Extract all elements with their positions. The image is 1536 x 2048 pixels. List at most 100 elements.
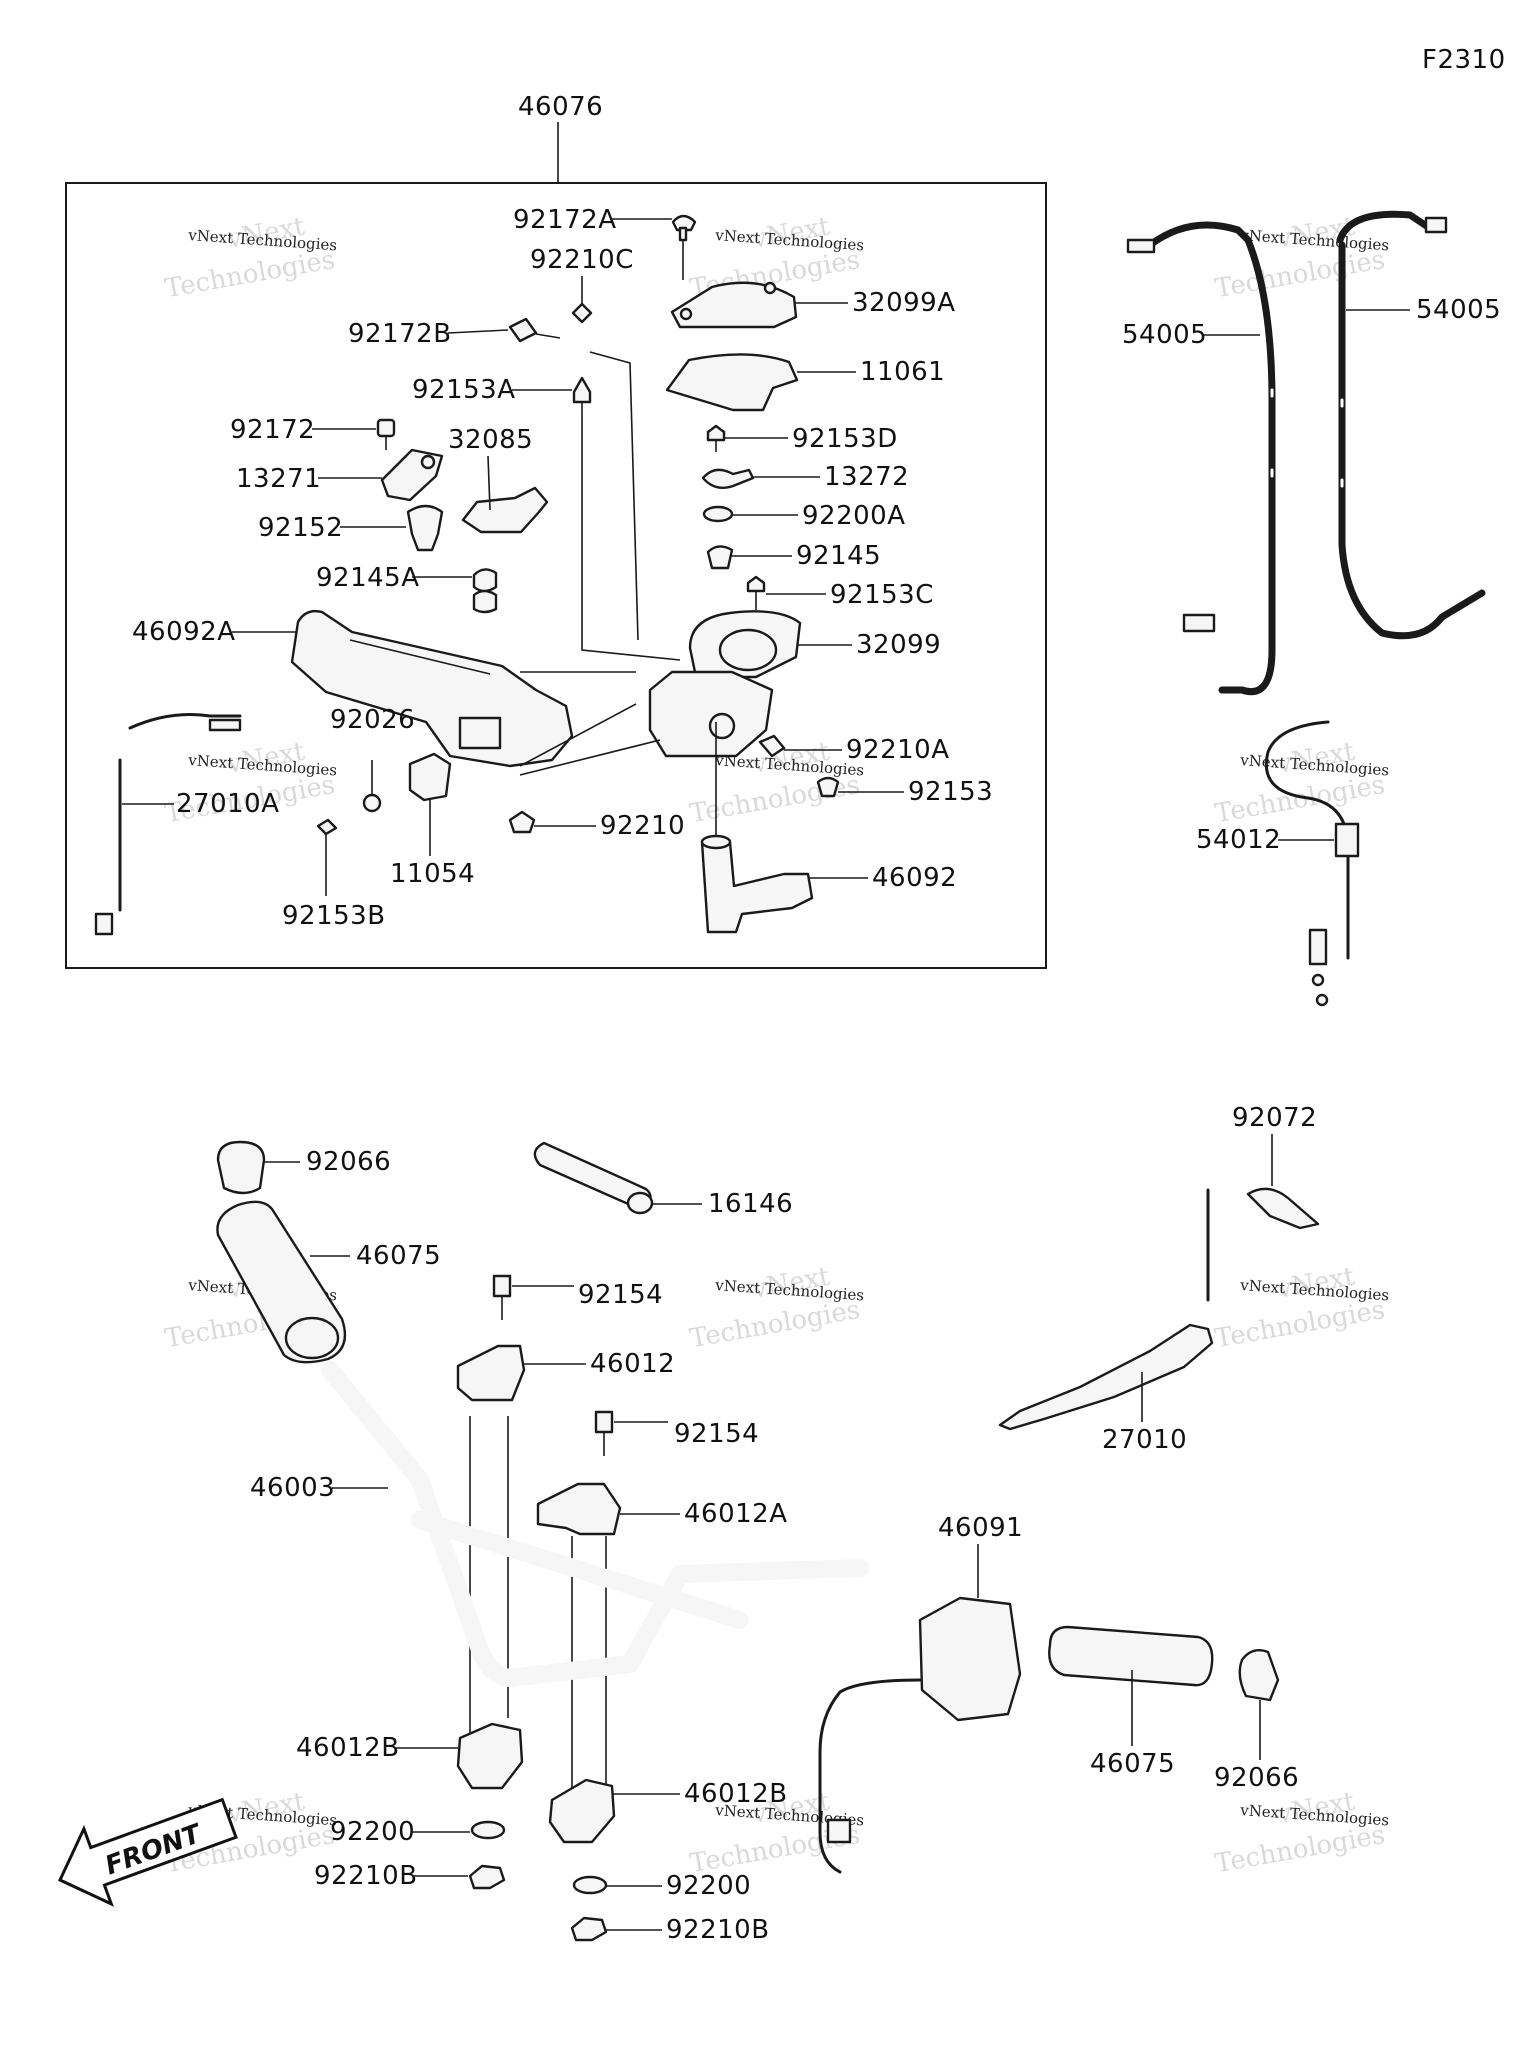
label-92210C: 92210C xyxy=(530,245,634,275)
guide-line xyxy=(519,703,637,767)
guide-line xyxy=(519,739,661,776)
pivot-icon xyxy=(708,712,736,740)
watermark-12: vNext Technologies xyxy=(1213,1787,1388,1880)
handlebar-fill-icon xyxy=(321,1361,869,1687)
lever-housing-icon xyxy=(648,670,774,758)
bolt-92153-icon xyxy=(816,776,840,798)
tube-end-icon xyxy=(626,1191,654,1215)
watermark-6: vNext Technologies xyxy=(1213,737,1388,830)
label-92153B: 92153B xyxy=(282,901,386,931)
watermark-1: vNext Technologies xyxy=(163,212,338,305)
bolt-hole-icon xyxy=(420,454,436,470)
lever-46092-icon xyxy=(700,840,814,934)
watermark-small: vNext Technologies xyxy=(187,226,338,254)
washer-92200-left-icon xyxy=(470,1820,506,1840)
collar-92026-icon xyxy=(362,793,382,813)
label-46092A: 46092A xyxy=(132,617,236,647)
label-54005-right: 54005 xyxy=(1416,295,1501,325)
washer-92200A-icon xyxy=(702,505,734,523)
label-92200-left: 92200 xyxy=(330,1817,415,1847)
grip-46075-bottom-icon xyxy=(1048,1625,1214,1687)
label-92072: 92072 xyxy=(1232,1103,1317,1133)
grip-end-icon xyxy=(284,1316,340,1360)
assembly-label: 46076 xyxy=(518,92,603,122)
watermark-9: vNext Technologies xyxy=(1213,1262,1388,1355)
bracket-11054-icon xyxy=(408,752,452,802)
label-46075-bottom: 46075 xyxy=(1090,1749,1175,1779)
bracket-32085-icon xyxy=(461,486,549,534)
bolt-hole-icon xyxy=(763,281,777,295)
watermark-brand-2: Technologies xyxy=(1213,770,1388,829)
cable-end-icon xyxy=(1308,928,1328,966)
switch-46091-icon xyxy=(918,1596,1022,1722)
nut-92210B-right-icon xyxy=(570,1916,608,1942)
watermark-small: vNext Technologies xyxy=(714,226,865,254)
label-46003: 46003 xyxy=(250,1473,335,1503)
collar-92152-icon xyxy=(406,504,444,552)
label-46012B-right: 46012B xyxy=(684,1779,788,1809)
bolt-92153B-icon xyxy=(316,818,338,836)
label-92210A: 92210A xyxy=(846,735,950,765)
label-46012A: 46012A xyxy=(684,1499,788,1529)
label-92200-right: 92200 xyxy=(666,1871,751,1901)
label-92210B-right: 92210B xyxy=(666,1915,770,1945)
watermark-small: vNext Technologies xyxy=(1239,751,1390,779)
lever-block-icon xyxy=(458,716,502,750)
bolt-92153C-icon xyxy=(746,575,766,593)
label-13271: 13271 xyxy=(236,464,321,494)
screw-shank-icon xyxy=(678,226,688,242)
watermark-small: vNext Technologies xyxy=(1239,1276,1390,1304)
clamp-46012B-right-icon xyxy=(548,1778,616,1844)
label-92152: 92152 xyxy=(258,513,343,543)
label-46012: 46012 xyxy=(590,1349,675,1379)
cable-end-icon xyxy=(1311,973,1325,987)
gasket-11061-icon xyxy=(665,353,799,412)
screw-92172B-icon xyxy=(508,317,538,343)
top-assembly-parts xyxy=(94,214,840,936)
watermark-8: vNext Technologies xyxy=(688,1262,863,1355)
clamp-46012-icon xyxy=(456,1344,526,1402)
watermark-small: vNext Technologies xyxy=(187,751,338,779)
label-32099: 32099 xyxy=(856,630,941,660)
cable-end-icon xyxy=(1424,216,1448,234)
label-11054: 11054 xyxy=(390,859,475,889)
cable-end-icon xyxy=(1126,238,1156,254)
cable-adjuster-icon xyxy=(1334,822,1360,858)
handlebar-crossbar-fill-icon xyxy=(411,1511,749,1629)
watermarks: vNext Technologies vNext Technologies vN… xyxy=(163,212,1390,1880)
clip-92072-icon xyxy=(1246,1187,1320,1230)
label-54012: 54012 xyxy=(1196,825,1281,855)
watermark-brand-2: Technologies xyxy=(688,1295,863,1354)
label-46092: 46092 xyxy=(872,863,957,893)
washer-92200-right-icon xyxy=(572,1875,608,1895)
label-92154-b: 92154 xyxy=(674,1419,759,1449)
cable-end-icon xyxy=(1182,613,1216,633)
label-92154-a: 92154 xyxy=(578,1280,663,1310)
label-92066-top: 92066 xyxy=(306,1147,391,1177)
label-92172: 92172 xyxy=(230,415,315,445)
nut-92210B-left-icon xyxy=(468,1864,506,1890)
cable-sheath-27010-icon xyxy=(998,1323,1214,1431)
switch-cable-icon xyxy=(818,1678,922,1874)
clamp-46012B-left-icon xyxy=(456,1722,524,1790)
label-92145: 92145 xyxy=(796,541,881,571)
bolt-92154-a-icon xyxy=(492,1274,512,1298)
lever-top-icon xyxy=(700,834,732,850)
part-labels: 92172A 92210C 32099A 92172B 11061 92153A… xyxy=(122,205,1501,1945)
label-54005-left: 54005 xyxy=(1122,320,1207,350)
front-arrow-icon xyxy=(58,1797,238,1907)
watermark-brand-2: Technologies xyxy=(163,245,338,304)
label-92145A: 92145A xyxy=(316,563,420,593)
lever-46092A-icon xyxy=(290,609,574,768)
label-13272: 13272 xyxy=(824,462,909,492)
label-92153D: 92153D xyxy=(792,424,898,454)
watermark-brand-2: Technologies xyxy=(688,770,863,829)
watermark-brand-2: Technologies xyxy=(1213,1820,1388,1879)
leader-32085 xyxy=(487,455,491,511)
label-46091: 46091 xyxy=(938,1513,1023,1543)
nut-92210A-icon xyxy=(758,734,786,758)
assembly-frame xyxy=(65,182,1047,969)
label-92210B-left: 92210B xyxy=(314,1861,418,1891)
watermark-small: vNext Technologies xyxy=(1239,1801,1390,1829)
bolt-hole-icon xyxy=(679,307,693,321)
